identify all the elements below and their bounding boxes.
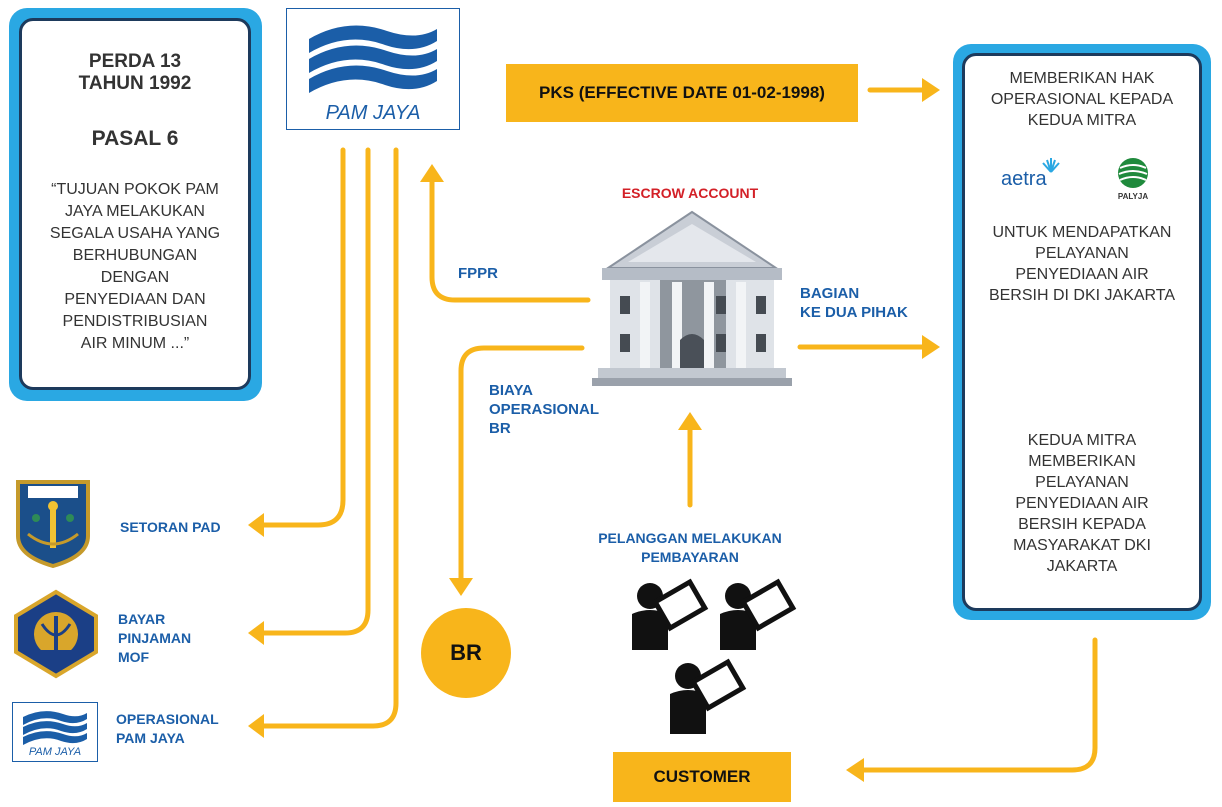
arrowhead-setoran: [248, 513, 264, 537]
arrowhead-customer-escrow: [678, 412, 702, 430]
mitra-top-line: OPERASIONAL KEPADA: [990, 91, 1174, 108]
perda-title: PERDA 13 TAHUN 1992: [22, 51, 248, 95]
mitra-middle-line: PENYEDIAAN AIR: [1015, 266, 1149, 283]
line-biaya: [458, 345, 585, 581]
pam-jaya-logo-small: PAM JAYA: [12, 702, 98, 762]
perda-quote: “TUJUAN POKOK PAM JAYA MELAKUKAN SEGALA …: [22, 179, 248, 355]
perda-line2: TAHUN 1992: [78, 73, 192, 94]
mitra-box-inner: MEMBERIKAN HAK OPERASIONAL KEPADA KEDUA …: [962, 53, 1202, 611]
pelanggan-label: PELANGGAN MELAKUKAN PEMBAYARAN: [585, 529, 795, 567]
bagian-line: KE DUA PIHAK: [800, 304, 908, 321]
dki-jakarta-emblem: [14, 478, 92, 568]
operasional-line: OPERASIONAL: [116, 711, 219, 727]
perda-box: PERDA 13 TAHUN 1992 PASAL 6 “TUJUAN POKO…: [9, 8, 262, 401]
customer-label: CUSTOMER: [653, 767, 751, 786]
biaya-line: BR: [489, 420, 511, 437]
mitra-top-line: KEDUA MITRA: [1027, 112, 1137, 129]
mitra-top-text: MEMBERIKAN HAK OPERASIONAL KEPADA KEDUA …: [965, 68, 1199, 131]
kemenkeu-emblem: [10, 588, 102, 680]
line-setoran: [259, 147, 346, 528]
mitra-bottom-line: KEDUA MITRA: [1027, 432, 1137, 449]
arrowhead-mof: [248, 621, 264, 645]
arrowhead-pks: [922, 78, 940, 102]
quote-line: JAYA MELAKUKAN: [65, 203, 205, 220]
quote-line: BERHUBUNGAN: [72, 247, 198, 264]
arrowhead-operasional: [248, 714, 264, 738]
mitra-bottom-text: KEDUA MITRA MEMBERIKAN PELAYANAN PENYEDI…: [965, 430, 1199, 577]
line-operasional: [259, 147, 399, 729]
mof-line: MOF: [118, 649, 150, 665]
mof-line: BAYAR: [118, 611, 166, 627]
bagian-label: BAGIAN KE DUA PIHAK: [800, 284, 908, 322]
quote-line: SEGALA USAHA YANG: [49, 225, 221, 242]
mof-label: BAYAR PINJAMAN MOF: [118, 610, 191, 667]
wave-icon: [309, 25, 437, 93]
aetra-flower-icon: [1042, 158, 1060, 173]
mitra-box: MEMBERIKAN HAK OPERASIONAL KEPADA KEDUA …: [953, 44, 1211, 620]
palyja-logo: PALYJA: [1111, 156, 1155, 202]
quote-line: DENGAN: [100, 269, 170, 286]
line-mof: [259, 147, 371, 636]
pelanggan-line: PEMBAYARAN: [641, 549, 739, 565]
mof-line: PINJAMAN: [118, 630, 192, 646]
bagian-line: BAGIAN: [800, 285, 860, 302]
quote-line: AIR MINUM ...”: [80, 335, 190, 352]
line-right-customer: [859, 637, 1098, 773]
quote-line: PENYEDIAAN DAN: [64, 291, 206, 308]
emblem-icon: [16, 480, 90, 568]
biaya-line: BIAYA: [489, 382, 533, 399]
aetra-logo: aetra: [999, 154, 1079, 200]
arrowhead-biaya: [449, 578, 473, 596]
br-label: BR: [450, 640, 482, 665]
setoran-label: SETORAN PAD: [120, 518, 221, 537]
pks-box: PKS (EFFECTIVE DATE 01-02-1998): [506, 64, 858, 122]
mitra-bottom-line: MASYARAKAT DKI: [1013, 537, 1151, 554]
biaya-line: OPERASIONAL: [489, 401, 600, 418]
operasional-label: OPERASIONAL PAM JAYA: [116, 710, 219, 748]
biaya-label: BIAYA OPERASIONAL BR: [489, 381, 599, 438]
pelanggan-line: PELANGGAN MELAKUKAN: [598, 530, 782, 546]
arrowhead-bagian: [922, 335, 940, 359]
palyja-text: PALYJA: [1117, 192, 1149, 201]
perda-line1: PERDA 13: [88, 51, 182, 72]
aetra-text: aetra: [1001, 168, 1047, 190]
pasal-label: PASAL 6: [91, 127, 179, 150]
mitra-bottom-line: BERSIH KEPADA: [1018, 516, 1146, 533]
mitra-middle-line: UNTUK MENDAPATKAN: [992, 224, 1172, 241]
setoran-line: SETORAN PAD: [120, 519, 221, 535]
wave-icon: [23, 711, 87, 745]
fppr-label: FPPR: [458, 265, 499, 282]
escrow-label: ESCROW ACCOUNT: [621, 185, 759, 201]
line-fppr: [429, 177, 591, 303]
br-circle: BR: [421, 608, 511, 698]
arrowhead-right-customer: [846, 758, 864, 782]
mitra-top-line: MEMBERIKAN HAK: [1009, 70, 1155, 87]
operasional-line: PAM JAYA: [116, 730, 185, 746]
pam-jaya-logo-text: PAM JAYA: [325, 102, 421, 124]
quote-line: “TUJUAN POKOK PAM: [51, 181, 219, 198]
mitra-bottom-line: JAKARTA: [1046, 558, 1118, 575]
mitra-middle-line: BERSIH DI DKI JAKARTA: [988, 287, 1176, 304]
mitra-bottom-line: PELAYANAN: [1035, 474, 1129, 491]
quote-line: PENDISTRIBUSIAN: [62, 313, 208, 330]
perda-box-inner: PERDA 13 TAHUN 1992 PASAL 6 “TUJUAN POKO…: [19, 18, 251, 390]
palyja-globe-icon: [1118, 158, 1148, 188]
pam-jaya-logo: PAM JAYA: [286, 8, 460, 130]
pam-jaya-small-text: PAM JAYA: [28, 746, 82, 758]
mitra-middle-text: UNTUK MENDAPATKAN PELAYANAN PENYEDIAAN A…: [965, 222, 1199, 306]
arrowhead-fppr: [420, 164, 444, 182]
mitra-bottom-line: PENYEDIAAN AIR: [1015, 495, 1149, 512]
mitra-middle-line: PELAYANAN: [1035, 245, 1129, 262]
mitra-bottom-line: MEMBERIKAN: [1028, 453, 1136, 470]
pks-label: PKS (EFFECTIVE DATE 01-02-1998): [539, 83, 825, 102]
emblem-icon: [14, 589, 98, 679]
customer-box: CUSTOMER: [613, 752, 791, 802]
